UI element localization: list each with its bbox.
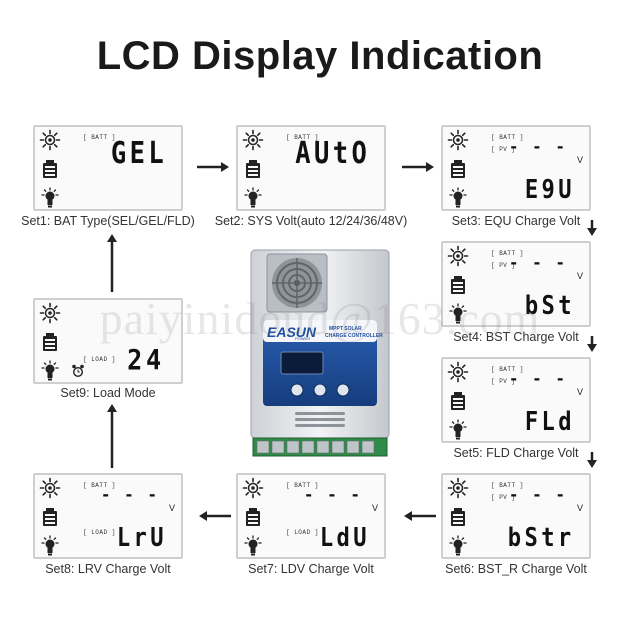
- page-title: LCD Display Indication: [96, 34, 544, 78]
- device-brand-sub: POWER: [295, 336, 311, 341]
- sun-icon: [242, 129, 264, 151]
- sun-icon: [447, 129, 469, 151]
- battery-icon: [39, 506, 61, 528]
- volt-unit: V: [371, 503, 378, 513]
- sun-icon: [39, 129, 61, 151]
- battery-icon: [447, 390, 469, 412]
- sun-icon: [242, 477, 264, 499]
- charge-controller-device: EASUN POWER MPPT SOLAR CHARGE CONTROLLER: [245, 248, 395, 458]
- caption-set9: Set9: Load Mode: [60, 386, 156, 400]
- battery-icon: [242, 158, 264, 180]
- pv-tag: [ PV ]: [491, 146, 516, 153]
- seg-main-value: 24: [127, 343, 165, 376]
- seg-top-value: - - -: [508, 137, 567, 156]
- lcd-panel-set1: [ BATT ]GEL: [33, 125, 183, 211]
- caption-set6: Set6: BST_R Charge Volt: [445, 562, 587, 576]
- battery-icon: [242, 506, 264, 528]
- lightbulb-icon: [447, 303, 469, 325]
- seg-main-value: LrU: [116, 523, 167, 553]
- arrow-set9-to-set1: [107, 234, 117, 292]
- volt-unit: V: [576, 387, 583, 397]
- lightbulb-icon: [447, 187, 469, 209]
- volt-unit: V: [576, 155, 583, 165]
- arrow-set6-to-set7: [404, 511, 436, 521]
- arrow-set5-to-set6: [587, 452, 597, 468]
- volt-unit: V: [576, 271, 583, 281]
- arrow-set1-to-set2: [197, 162, 229, 172]
- seg-top-value: - - -: [508, 369, 567, 388]
- device-model-line1: MPPT SOLAR: [329, 326, 362, 332]
- batt-tag: [ BATT ]: [491, 366, 524, 373]
- arrow-set4-to-set5: [587, 336, 597, 352]
- battery-icon: [447, 158, 469, 180]
- arrow-set7-to-set8: [199, 511, 231, 521]
- sun-icon: [39, 477, 61, 499]
- caption-set1: Set1: BAT Type(SEL/GEL/FLD): [21, 214, 195, 228]
- load-tag: [ LOAD ]: [83, 356, 116, 363]
- battery-icon: [447, 506, 469, 528]
- device-model-line2: CHARGE CONTROLLER: [325, 333, 383, 339]
- batt-tag: [ BATT ]: [83, 134, 116, 141]
- caption-set3: Set3: EQU Charge Volt: [451, 214, 581, 228]
- clock-icon: [71, 364, 85, 378]
- seg-top-value: - - -: [508, 485, 567, 504]
- sun-icon: [447, 245, 469, 267]
- arrow-set8-to-set9: [107, 404, 117, 468]
- seg-main-value: FLd: [524, 407, 575, 437]
- arrow-set2-to-set3: [402, 162, 434, 172]
- pv-tag: [ PV ]: [491, 378, 516, 385]
- lightbulb-icon: [242, 187, 264, 209]
- battery-icon: [447, 274, 469, 296]
- pv-tag: [ PV ]: [491, 494, 516, 501]
- lcd-panel-set2: [ BATT ]AUtO: [236, 125, 386, 211]
- lightbulb-icon: [39, 360, 61, 382]
- seg-top-value: - - -: [303, 485, 362, 504]
- batt-tag: [ BATT ]: [83, 482, 116, 489]
- battery-icon: [39, 158, 61, 180]
- batt-tag: [ BATT ]: [286, 134, 319, 141]
- seg-main-value: bStr: [508, 523, 575, 553]
- batt-tag: [ BATT ]: [491, 250, 524, 257]
- batt-tag: [ BATT ]: [286, 482, 319, 489]
- sun-icon: [447, 361, 469, 383]
- lightbulb-icon: [447, 419, 469, 441]
- caption-set2: Set2: SYS Volt(auto 12/24/36/48V): [214, 214, 408, 228]
- lightbulb-icon: [39, 187, 61, 209]
- volt-unit: V: [168, 503, 175, 513]
- seg-top-value: - - -: [100, 485, 159, 504]
- device-brand: EASUN: [267, 324, 317, 340]
- seg-main-value: bSt: [524, 291, 575, 321]
- arrow-set3-to-set4: [587, 220, 597, 236]
- sun-icon: [39, 302, 61, 324]
- lcd-panel-set9: [ LOAD ] 24: [33, 298, 183, 384]
- load-tag: [ LOAD ]: [83, 529, 116, 536]
- seg-main-value: E9U: [524, 175, 575, 205]
- caption-set8: Set8: LRV Charge Volt: [45, 562, 171, 576]
- load-tag: [ LOAD ]: [286, 529, 319, 536]
- lightbulb-icon: [447, 535, 469, 557]
- seg-main-value: LdU: [319, 523, 370, 553]
- caption-set5: Set5: FLD Charge Volt: [453, 446, 579, 460]
- seg-top-value: - - -: [508, 253, 567, 272]
- seg-main-value: GEL: [110, 136, 167, 171]
- batt-tag: [ BATT ]: [491, 134, 524, 141]
- seg-main-value: AUtO: [294, 136, 370, 171]
- sun-icon: [447, 477, 469, 499]
- pv-tag: [ PV ]: [491, 262, 516, 269]
- battery-icon: [39, 331, 61, 353]
- batt-tag: [ BATT ]: [491, 482, 524, 489]
- volt-unit: V: [576, 503, 583, 513]
- caption-set4: Set4: BST Charge Volt: [453, 330, 579, 344]
- lightbulb-icon: [242, 535, 264, 557]
- caption-set7: Set7: LDV Charge Volt: [248, 562, 374, 576]
- lightbulb-icon: [39, 535, 61, 557]
